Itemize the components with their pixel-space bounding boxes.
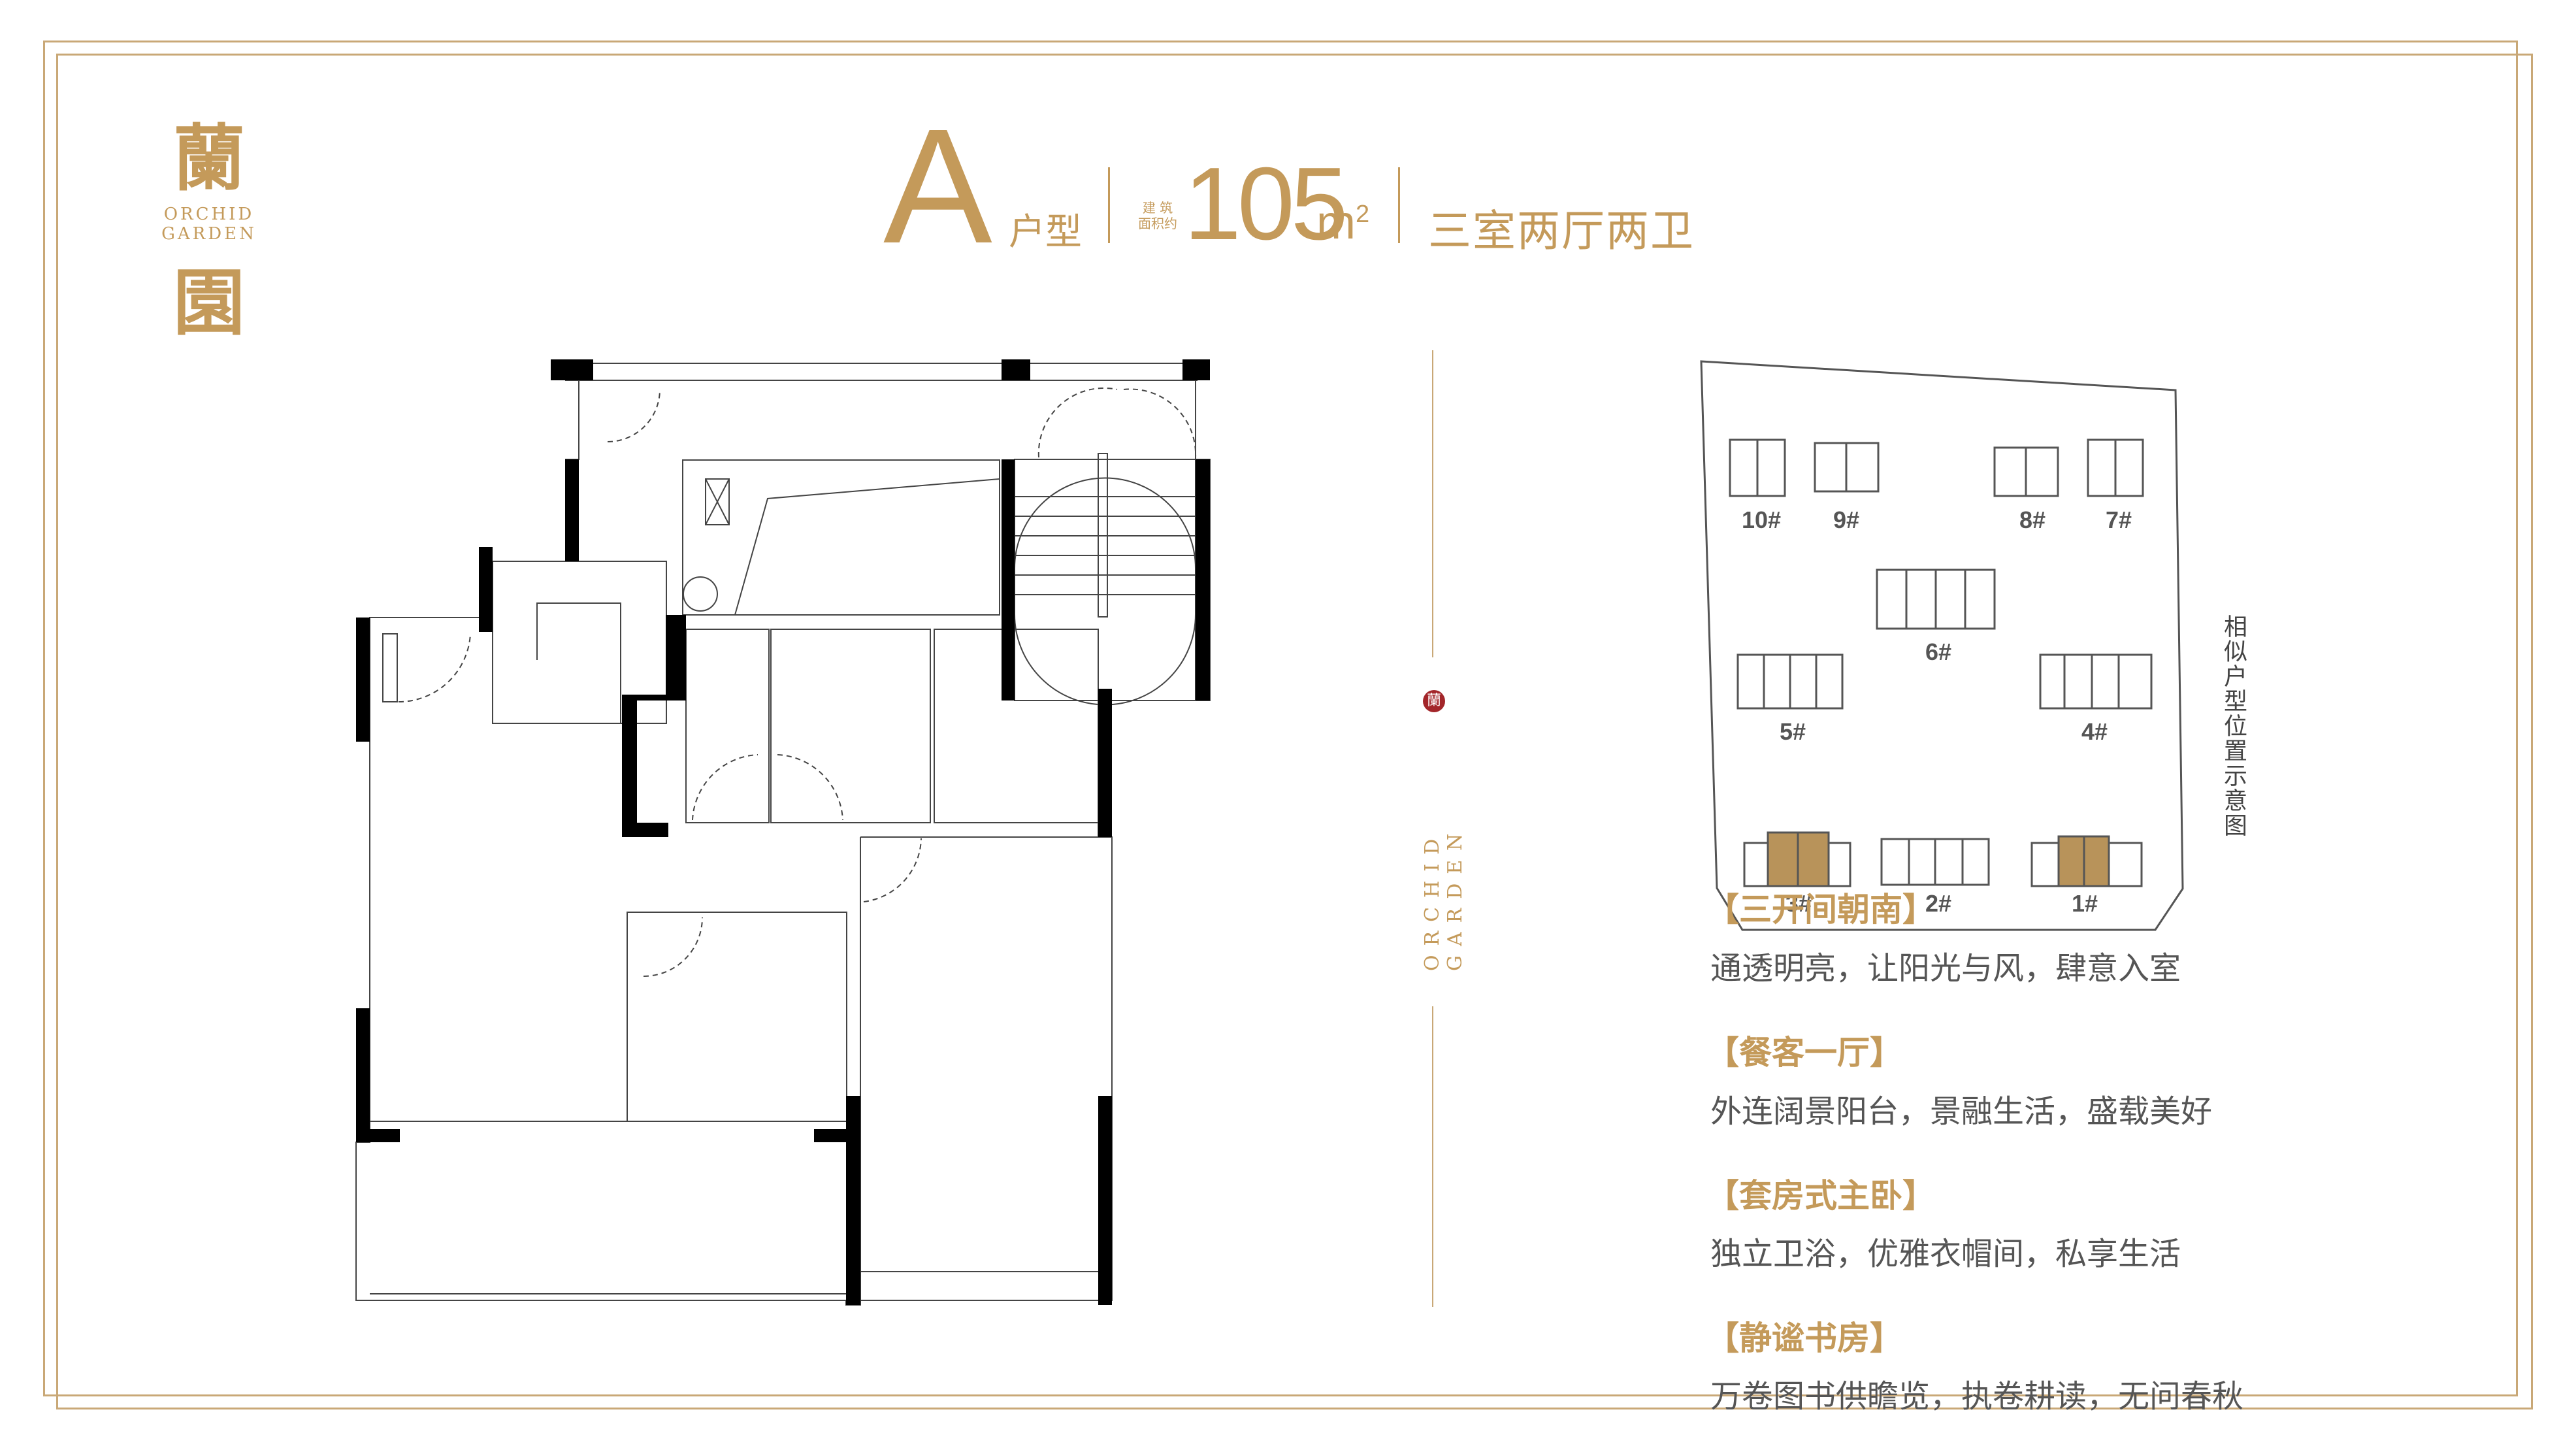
area-label-line2: 面积约 <box>1138 216 1177 231</box>
unit-letter: A <box>883 95 992 277</box>
building-label: 7# <box>2106 506 2132 533</box>
building-label: 5# <box>1780 718 1806 745</box>
feature-text: 通透明亮，让阳光与风，肆意入室 <box>1710 950 2181 987</box>
bathroom-1 <box>770 629 931 823</box>
seal-icon: 蘭 <box>1423 690 1445 712</box>
area-unit: m2 <box>1316 196 1369 250</box>
brand-english: ORCHID GARDEN <box>161 205 257 244</box>
feature-text: 独立卫浴，优雅衣帽间，私享生活 <box>1710 1236 2181 1272</box>
building-label: 2# <box>1925 890 1951 917</box>
bedroom-2 <box>627 912 847 1122</box>
feature-title: 【餐客一厅】 <box>1706 1034 1902 1072</box>
building-4 <box>2039 653 2153 710</box>
feature-text: 万卷图书供瞻览，执卷耕读，无问春秋 <box>1710 1378 2244 1415</box>
site-map-caption: 相似户型位置示意图 <box>2220 614 2247 838</box>
building-label: 10# <box>1742 506 1781 533</box>
building-label: 8# <box>2019 506 2046 533</box>
unit-suffix: 户型 <box>1009 211 1082 254</box>
area-value: 105 <box>1184 146 1348 261</box>
building-label: 1# <box>2072 890 2098 917</box>
building-label: 6# <box>1925 638 1951 665</box>
area-label-line1: 建 筑 <box>1142 200 1173 216</box>
building-label: 4# <box>2081 718 2108 745</box>
feature-text: 外连阔景阳台，景融生活，盛载美好 <box>1710 1093 2213 1130</box>
brand-char-top: 蘭 <box>173 116 245 201</box>
kitchen <box>685 629 770 823</box>
area-unit-sup: 2 <box>1355 201 1370 228</box>
feature-title: 【套房式主卧】 <box>1706 1177 1935 1215</box>
area-unit-m: m <box>1316 197 1356 249</box>
seal-char: 蘭 <box>1426 693 1441 709</box>
brand-char-bottom: 園 <box>173 261 245 345</box>
divider-bottom <box>1432 1006 1433 1307</box>
building-label: 3# <box>1785 890 1812 917</box>
area-label: 建 筑 面积约 <box>1138 200 1177 231</box>
header-divider-1 <box>1108 167 1110 243</box>
divider-top <box>1432 350 1433 657</box>
building-label: 9# <box>1833 506 1859 533</box>
inner-frame <box>56 54 2533 1409</box>
brand-logo: 蘭 ORCHID GARDEN 園 <box>118 118 301 344</box>
structural-walls <box>356 359 1210 1305</box>
feature-title: 【三开间朝南】 <box>1706 891 1935 929</box>
outer-frame <box>43 41 2518 1396</box>
feature-title: 【静谧书房】 <box>1706 1319 1902 1357</box>
header-divider-2 <box>1398 167 1400 243</box>
utility-room <box>682 459 1000 616</box>
layout-summary: 三室两厅两卫 <box>1428 206 1695 256</box>
